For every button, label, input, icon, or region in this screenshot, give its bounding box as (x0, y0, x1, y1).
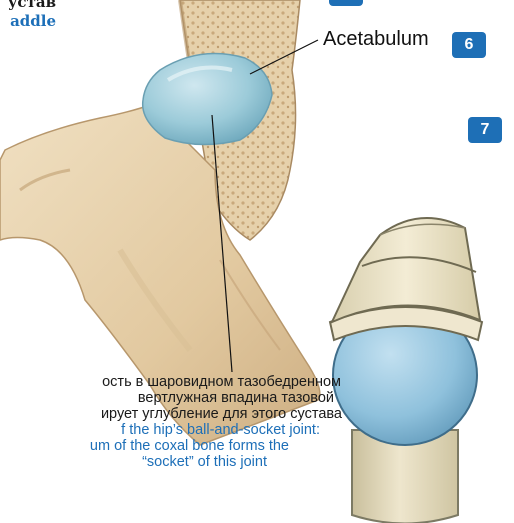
caption-ru-line: ирует углубление для этого сустава (0, 407, 342, 423)
caption-en-line: um of the coxal bone forms the (0, 439, 289, 455)
section-title-russian: устав (0, 0, 56, 11)
caption-en-line: “socket” of this joint (0, 455, 267, 471)
caption-ru-line: ость в шаровидном тазобедренном (0, 375, 341, 391)
section-title-english: addle (0, 12, 56, 30)
femoral-head (143, 54, 272, 145)
figure-number-badge: 7 (468, 117, 502, 143)
ball-socket-model (330, 218, 482, 523)
caption-ru-line: вертлужная впадина тазовой (0, 391, 334, 407)
caption-en-line: f the hip’s ball-and-socket joint: (0, 423, 320, 439)
acetabulum-label: Acetabulum (323, 28, 429, 51)
header-badge-strip (329, 0, 363, 6)
figure-number-badge: 6 (452, 32, 486, 58)
